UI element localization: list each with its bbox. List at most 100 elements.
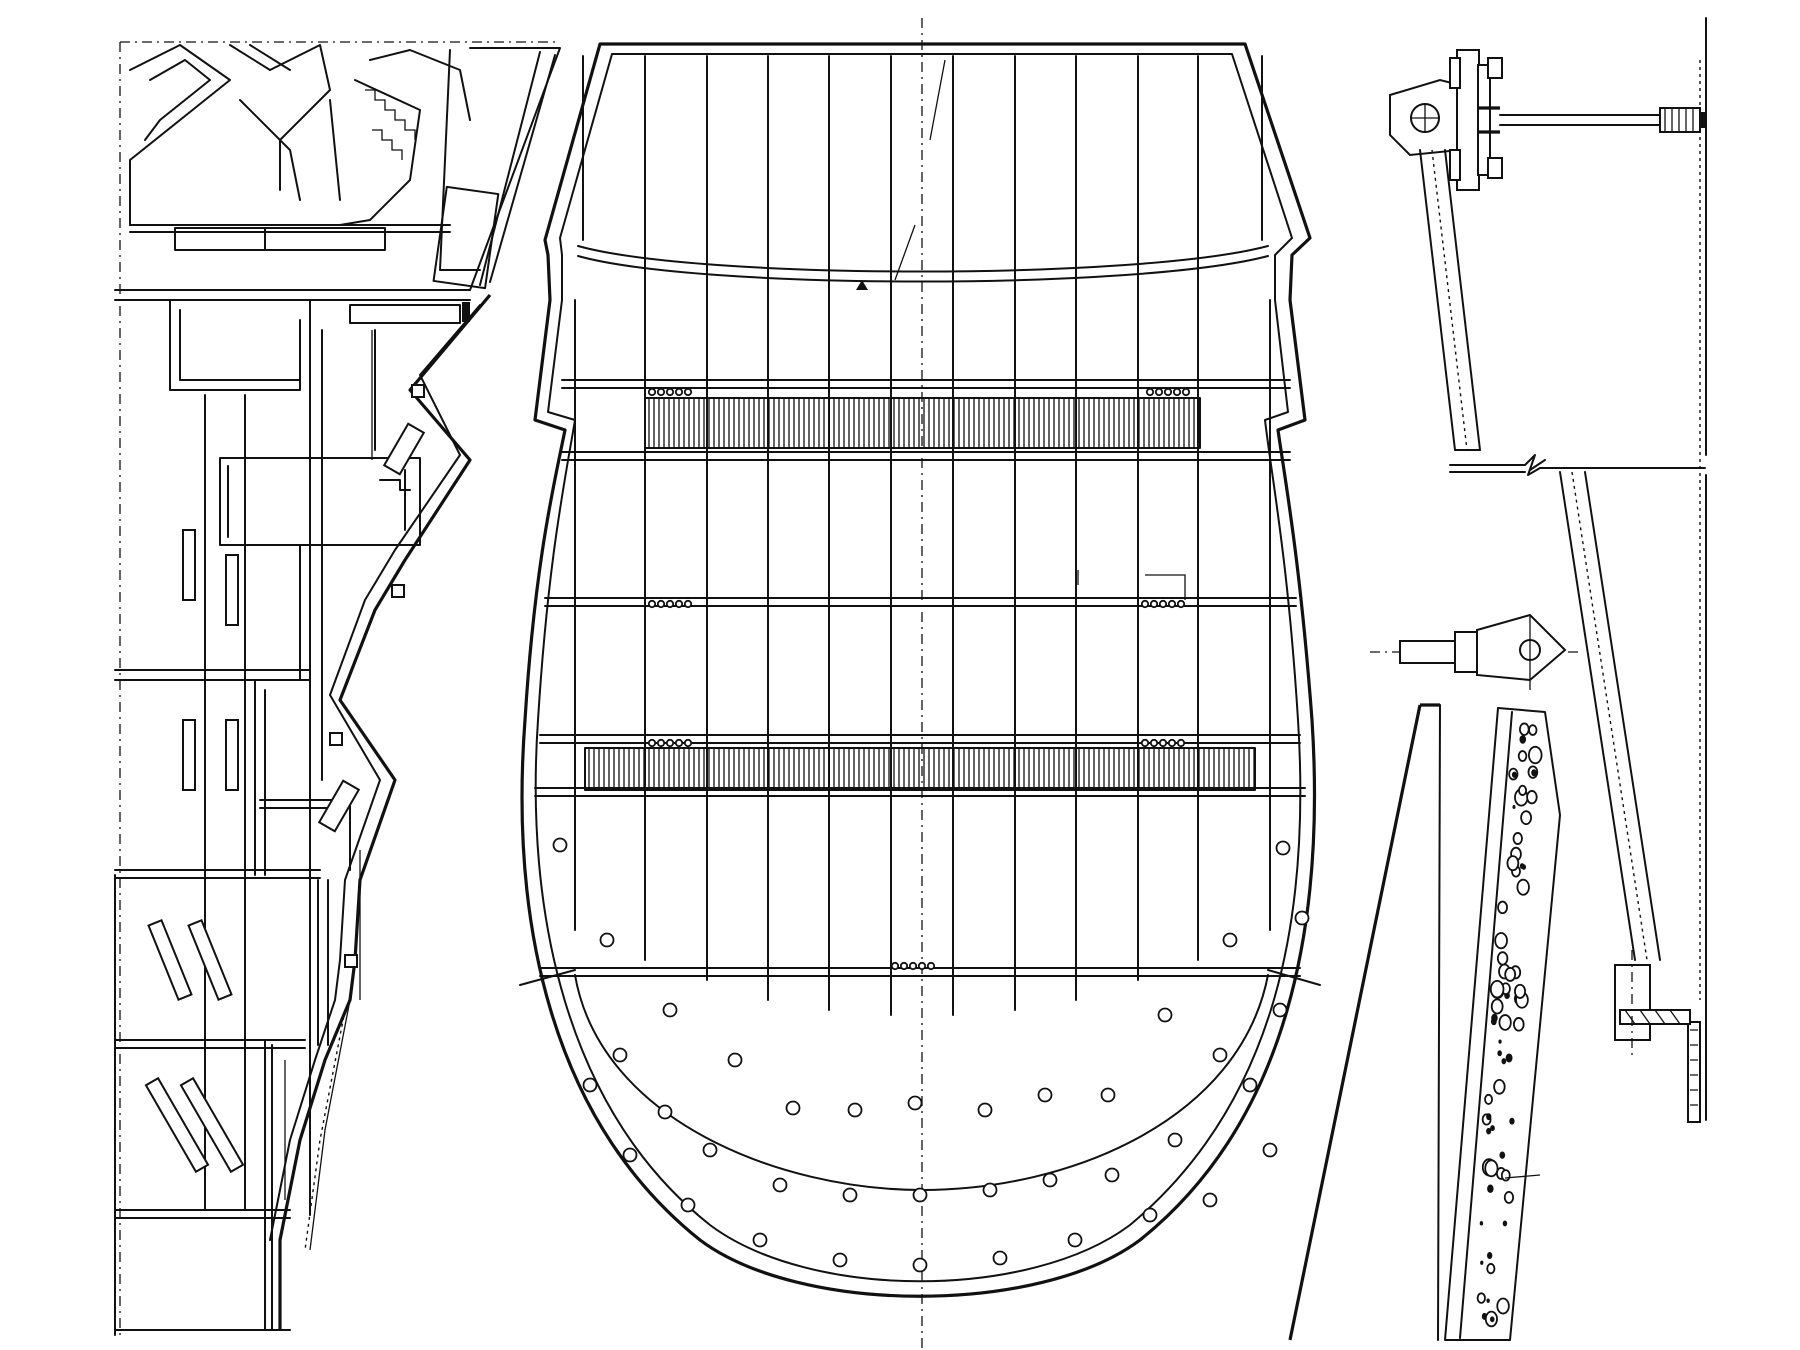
light-fixture	[977, 1102, 993, 1118]
vent-hole	[674, 387, 684, 397]
plan-view	[114, 41, 561, 1336]
light-fixture	[552, 837, 568, 853]
vent-hole	[917, 961, 927, 971]
plan-landing	[129, 224, 451, 233]
aggregate-stone	[1498, 1014, 1512, 1031]
light-fixture	[785, 1100, 801, 1116]
leader-lines	[894, 59, 946, 281]
aggregate-stone	[1516, 878, 1530, 896]
light-fixture	[727, 1052, 743, 1068]
aggregate-stone	[1519, 735, 1527, 744]
aggregate-stone	[1511, 771, 1517, 778]
light-fixture	[1202, 1192, 1218, 1208]
plan-spotlight-1	[382, 422, 426, 476]
aggregate-stone	[1518, 722, 1530, 736]
vent-hole	[908, 961, 918, 971]
floor-line	[1449, 454, 1706, 476]
plan-wall-horizontal	[114, 289, 471, 301]
plan-stair-center	[229, 44, 331, 191]
plan-seat-4	[225, 719, 239, 791]
vent-hole	[674, 738, 684, 748]
vent-hole	[647, 738, 657, 748]
light-fixtures	[552, 837, 1310, 1273]
aggregate-stone	[1527, 745, 1543, 765]
plan-seat-7	[144, 1076, 210, 1174]
light-fixture	[907, 1095, 923, 1111]
plan-fitting-1	[411, 384, 425, 398]
column-left-outer	[1288, 703, 1440, 1341]
column-leader	[1504, 1174, 1541, 1179]
plan-block-b	[264, 227, 386, 251]
threaded-end	[1659, 107, 1701, 133]
aggregate-stone	[1514, 983, 1527, 999]
concrete-aggregate	[1476, 722, 1543, 1328]
plan-fitting-2	[391, 584, 405, 598]
aggregate-stone	[1518, 784, 1528, 796]
aggregate-stone	[1509, 1117, 1515, 1125]
light-fixture	[1262, 1142, 1278, 1158]
vent-hole	[656, 738, 666, 748]
light-fixture	[752, 1232, 768, 1248]
marker-triangle	[856, 280, 868, 290]
vent-hole	[1154, 387, 1164, 397]
auditorium-ceiling	[519, 18, 1321, 1350]
aggregate-stone	[1512, 1017, 1525, 1032]
band-5	[534, 787, 1306, 797]
aggregate-stone	[1496, 951, 1509, 966]
aggregate-stone	[1521, 864, 1527, 870]
aggregate-stone	[1490, 1125, 1495, 1132]
hull-inner	[534, 53, 1302, 1283]
detail-callout	[1077, 570, 1186, 600]
light-fixture	[992, 1250, 1008, 1266]
aggregate-stone	[1480, 1260, 1484, 1265]
vent-hole	[683, 738, 693, 748]
aggregate-stone	[1487, 1184, 1494, 1193]
aggregate-stone	[1476, 1292, 1486, 1304]
plan-seat-3	[182, 719, 196, 791]
acoustic-panel-lower	[584, 747, 1256, 791]
aggregate-stone	[1504, 966, 1517, 982]
aggregate-stone	[1484, 1093, 1493, 1105]
light-fixture	[982, 1182, 998, 1198]
plan-pillar-top	[432, 185, 500, 290]
plan-room-middle	[219, 457, 421, 546]
aggregate-stone	[1506, 855, 1520, 872]
aggregate-stone	[1493, 1078, 1506, 1095]
aggregate-stone	[1479, 1221, 1484, 1226]
aggregate-stone	[1486, 1263, 1496, 1275]
section-detail	[1288, 17, 1707, 1341]
plan-stair-right	[339, 79, 421, 226]
vent-hole	[1149, 599, 1159, 609]
upper-beam-1	[577, 245, 1269, 273]
vent-hole	[647, 387, 657, 397]
vent-hole	[890, 961, 900, 971]
aggregate-stone	[1499, 1151, 1506, 1159]
vent-hole	[1158, 599, 1168, 609]
aggregate-stone	[1491, 1013, 1498, 1023]
band-1	[561, 379, 1291, 389]
column-left-edge	[1434, 704, 1441, 1341]
aggregate-stone	[1487, 1251, 1493, 1259]
light-fixture	[1157, 1007, 1173, 1023]
band-2	[561, 451, 1291, 461]
light-fixture	[599, 932, 615, 948]
vent-hole	[1167, 599, 1177, 609]
light-fixture	[772, 1177, 788, 1193]
vent-hole	[665, 738, 675, 748]
plan-seat-6	[187, 918, 233, 1002]
aggregate-stone	[1486, 1127, 1492, 1135]
aggregate-stone	[1531, 769, 1537, 777]
light-fixture	[582, 1077, 598, 1093]
light-fixture	[1142, 1207, 1158, 1223]
aggregate-stone	[1512, 805, 1516, 809]
aggregate-stone	[1498, 1039, 1502, 1044]
vent-hole	[656, 599, 666, 609]
light-fixture	[1067, 1232, 1083, 1248]
lower-strut	[1559, 471, 1661, 961]
light-fixture	[622, 1147, 638, 1163]
aggregate-stone	[1490, 998, 1504, 1015]
aggregate-stone	[1500, 1169, 1511, 1182]
aggregate-stone	[1528, 724, 1538, 736]
upper-beam-2	[577, 255, 1269, 283]
